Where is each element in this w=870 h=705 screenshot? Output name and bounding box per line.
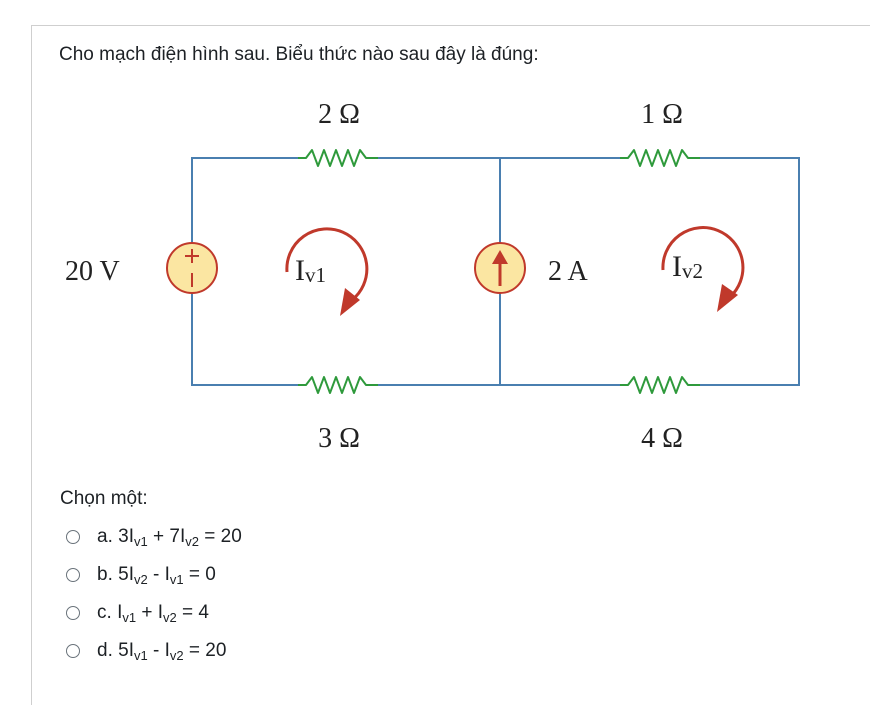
voltage-source (166, 242, 218, 294)
question-text: Cho mạch điện hình sau. Biểu thức nào sa… (59, 44, 539, 65)
label-r-bottom-left: 3 Ω (318, 423, 360, 454)
mesh1-label: I (295, 254, 305, 287)
content-border-top (31, 25, 870, 26)
label-current: 2 A (548, 256, 588, 287)
radio-button-c[interactable] (66, 606, 80, 620)
wire-right (700, 157, 800, 386)
svg-text:Iv1: Iv1 (295, 254, 326, 287)
answer-options: a. 3Iv1 + 7Iv2 = 20 b. 5Iv2 - Iv1 = 0 c.… (66, 518, 242, 670)
wire-bottom-left (191, 293, 298, 386)
current-source (474, 242, 526, 294)
mesh2-label: I (672, 250, 682, 283)
option-a[interactable]: a. 3Iv1 + 7Iv2 = 20 (66, 518, 242, 556)
label-r-top-right: 1 Ω (641, 99, 683, 130)
label-r-top-left: 2 Ω (318, 99, 360, 130)
label-voltage: 20 V (65, 256, 120, 287)
radio-button-a[interactable] (66, 530, 80, 544)
wires (191, 157, 800, 386)
option-b-text[interactable]: b. 5Iv2 - Iv1 = 0 (97, 564, 216, 587)
option-a-text[interactable]: a. 3Iv1 + 7Iv2 = 20 (97, 526, 242, 549)
mesh1-sub: v1 (305, 263, 326, 287)
option-c[interactable]: c. Iv1 + Iv2 = 4 (66, 594, 242, 632)
option-c-text[interactable]: c. Iv1 + Iv2 = 4 (97, 602, 209, 625)
mesh2-sub: v2 (682, 259, 703, 283)
mesh-current-1: Iv1 (285, 227, 369, 316)
resistor-bottom-right (620, 376, 700, 394)
label-r-bottom-right: 4 Ω (641, 423, 683, 454)
svg-text:Iv2: Iv2 (672, 250, 703, 283)
radio-button-d[interactable] (66, 644, 80, 658)
resistor-bottom-left (298, 376, 378, 394)
mesh1-arrow-icon (340, 288, 360, 316)
option-d[interactable]: d. 5Iv1 - Iv2 = 20 (66, 632, 242, 670)
content-border-left (31, 25, 32, 705)
resistor-top-right (620, 149, 700, 167)
answer-prompt: Chọn một: (60, 488, 148, 509)
option-b[interactable]: b. 5Iv2 - Iv1 = 0 (66, 556, 242, 594)
option-d-text[interactable]: d. 5Iv1 - Iv2 = 20 (97, 640, 227, 663)
mesh2-arrow-icon (717, 284, 738, 312)
mesh-current-2: Iv2 (661, 226, 745, 312)
radio-button-b[interactable] (66, 568, 80, 582)
resistor-top-left (298, 149, 378, 167)
wire-top-left (191, 157, 298, 243)
